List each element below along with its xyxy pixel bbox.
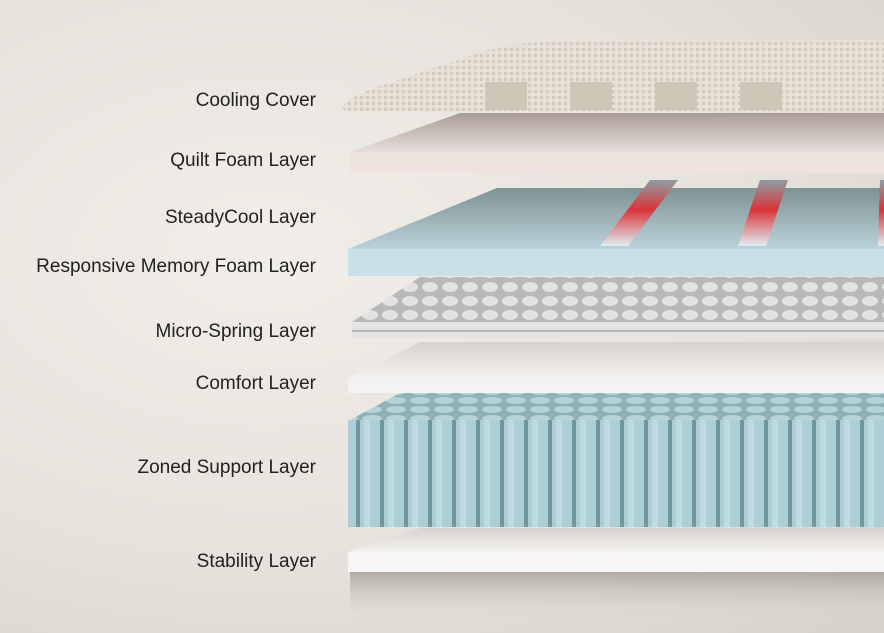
label-responsive-memory-foam-layer: Responsive Memory Foam Layer (36, 256, 316, 277)
stability-layer-graphic (348, 528, 884, 572)
micro-spring-layer-graphic (352, 277, 884, 338)
label-micro-spring-layer: Micro-Spring Layer (155, 321, 317, 342)
zoned-support-layer-graphic (348, 393, 884, 527)
label-cooling-cover: Cooling Cover (195, 90, 316, 111)
label-zoned-support-layer: Zoned Support Layer (137, 457, 316, 478)
cooling-cover-graphic (342, 40, 884, 111)
label-steadycool-layer: SteadyCool Layer (164, 207, 316, 228)
heat-strip (878, 180, 884, 246)
quilt-foam-layer-graphic (350, 113, 884, 173)
steadycool-layer-graphic (348, 180, 884, 276)
comfort-layer-graphic (348, 342, 884, 393)
heat-strip (738, 180, 788, 246)
label-stability-layer: Stability Layer (196, 551, 316, 572)
floor-shadow (350, 572, 884, 617)
label-comfort-layer: Comfort Layer (195, 373, 316, 394)
heat-strip (600, 180, 678, 246)
label-quilt-foam-layer: Quilt Foam Layer (170, 150, 316, 171)
